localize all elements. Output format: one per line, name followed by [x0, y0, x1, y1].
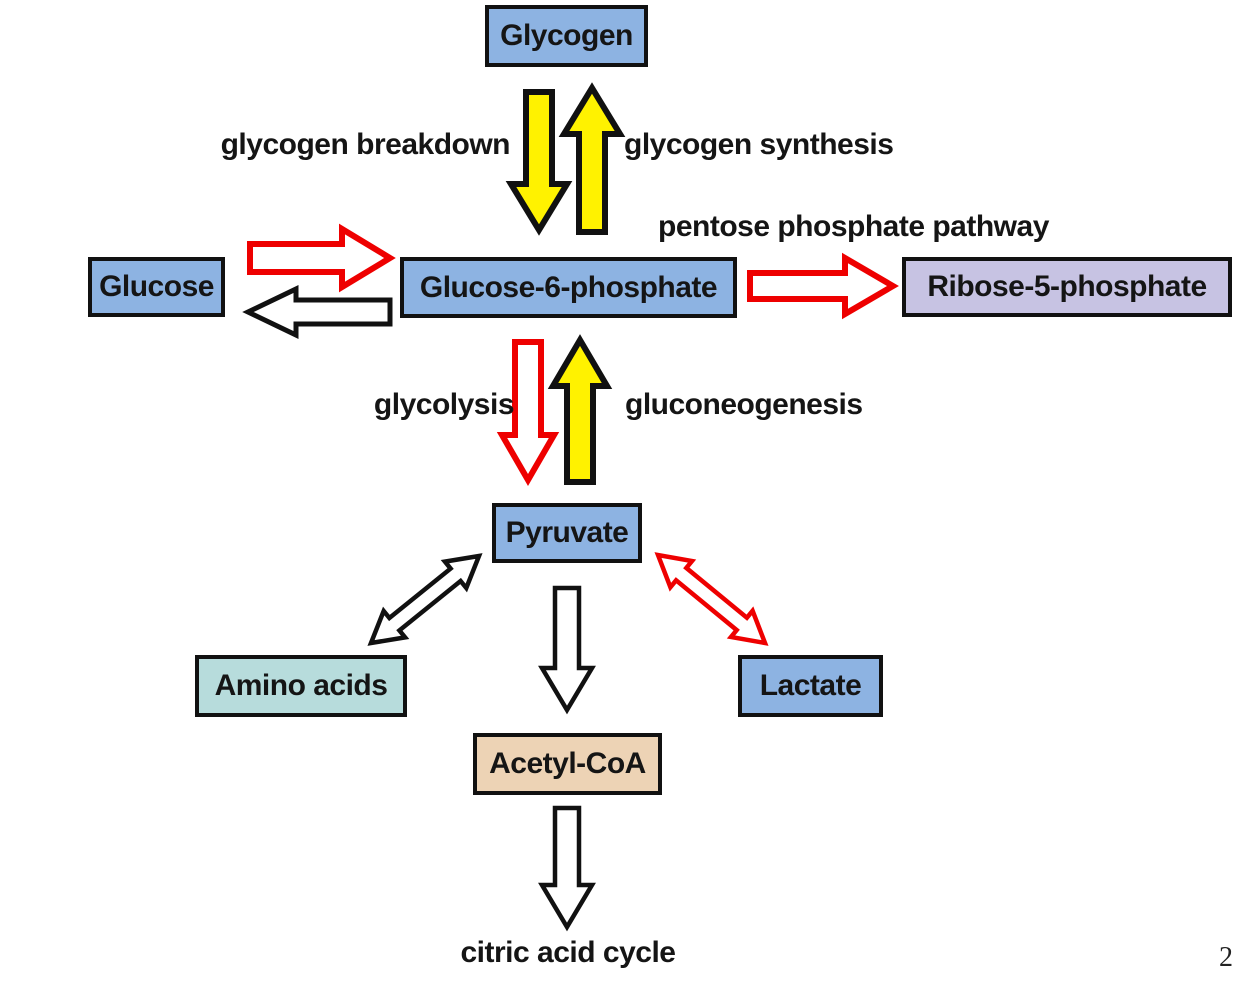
label-pentose-phosphate-pathway: pentose phosphate pathway	[658, 210, 1049, 243]
node-ribose-5-phosphate: Ribose-5-phosphate	[902, 257, 1232, 317]
gluconeogenesis-arrow	[547, 334, 613, 485]
node-pyruvate: Pyruvate	[492, 503, 642, 563]
node-ribose-5-phosphate-label: Ribose-5-phosphate	[927, 270, 1207, 303]
label-glycolysis: glycolysis	[373, 388, 515, 421]
node-lactate: Lactate	[738, 655, 883, 717]
node-glycogen: Glycogen	[485, 5, 648, 67]
node-pyruvate-label: Pyruvate	[505, 516, 629, 549]
glycolysis-arrow	[496, 339, 560, 486]
node-glucose: Glucose	[88, 257, 225, 317]
acetylcoa-to-citric-arrow	[538, 805, 596, 932]
node-amino-acids-label: Amino acids	[214, 669, 388, 702]
node-glucose-6-phosphate: Glucose-6-phosphate	[400, 257, 737, 318]
node-glucose-label: Glucose	[99, 270, 214, 303]
pyruvate-to-acetylcoa-arrow	[538, 585, 596, 715]
g6p-to-ribose-arrow	[747, 252, 899, 320]
g6p-to-glucose-arrow	[242, 285, 393, 339]
label-gluconeogenesis: gluconeogenesis	[625, 388, 863, 421]
node-acetyl-coa-label: Acetyl-CoA	[489, 747, 646, 780]
label-glycogen-synthesis: glycogen synthesis	[624, 128, 894, 161]
node-acetyl-coa: Acetyl-CoA	[473, 733, 662, 795]
pyruvate-amino-acids-arrow	[367, 553, 483, 646]
node-glucose-6-phosphate-label: Glucose-6-phosphate	[419, 270, 718, 304]
glucose-to-g6p-arrow	[247, 223, 396, 293]
label-citric-acid-cycle: citric acid cycle	[460, 936, 676, 969]
page-number: 2	[1219, 942, 1233, 973]
pyruvate-lactate-arrow	[654, 552, 769, 646]
glycogen-breakdown-arrow	[505, 89, 573, 236]
node-amino-acids: Amino acids	[195, 655, 407, 717]
glycogen-synthesis-arrow	[558, 82, 626, 235]
node-glycogen-label: Glycogen	[500, 19, 633, 52]
label-glycogen-breakdown: glycogen breakdown	[220, 128, 511, 161]
node-lactate-label: Lactate	[759, 669, 862, 702]
